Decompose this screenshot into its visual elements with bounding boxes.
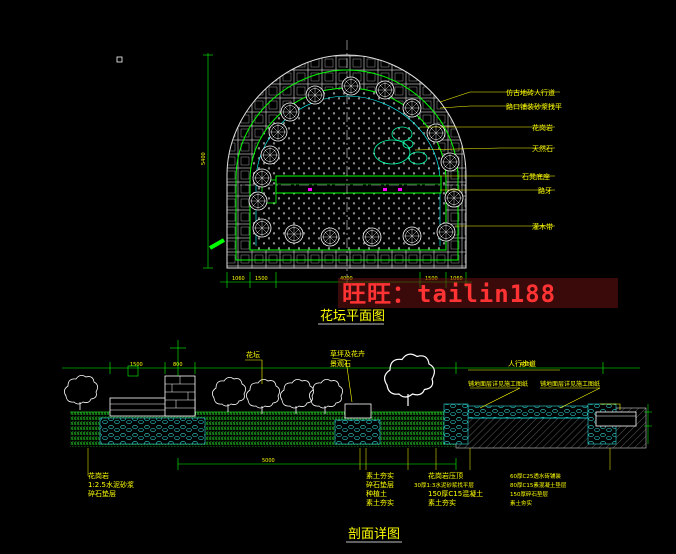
section-dim-top: 4000 [520, 362, 533, 368]
section-top-label: 花坛 [246, 350, 260, 359]
section-bottom-label: 素土夯实 [366, 471, 394, 480]
plan-title: 花坛平面图 [320, 308, 385, 324]
section-bottom-label: 素土夯实 [428, 498, 456, 507]
section-bottom-label: 素土夯实 [366, 498, 394, 507]
natural-stone [373, 126, 428, 165]
section-bottom-label: 碎石垫层 [88, 489, 116, 498]
plan-callout: 灌木带 [532, 222, 553, 231]
section-note: 铺地面层详见施工图纸 [540, 380, 600, 388]
section-bottom-label: 花岗岩 [88, 471, 109, 480]
section-bottom-label: 素土夯实 [510, 499, 533, 507]
gravel-foundation [99, 417, 206, 445]
section-bottom-label: 150厚碎石垫层 [510, 490, 548, 498]
section-bottom-label: 60厚C25透水砖铺装 [510, 472, 561, 480]
stone-bench [275, 175, 442, 194]
plan-callout: 石凳底座 [522, 172, 550, 181]
watermark: 旺旺：tailin188 [338, 278, 618, 308]
flowerbed-plan: 5400 1060 1500 4000 1500 1060 仿古地砖人行道 路口… [116, 40, 562, 325]
plan-dim-height: 5400 [201, 152, 207, 165]
plan-dim-seg: 1500 [255, 276, 268, 282]
plan-dim-seg: 1060 [232, 276, 245, 282]
section-bottom-label: 30厚1:3水泥砂浆找平层 [414, 481, 474, 489]
section-bottom-label: 1:2.5水泥砂浆 [88, 480, 134, 489]
plan-callout: 仿古地砖人行道 [506, 88, 555, 97]
plan-callout: 花岗岩 [532, 123, 553, 132]
section-note: 铺地面层详见施工图纸 [468, 380, 528, 388]
section-top-label: 景观石 [330, 360, 351, 368]
plan-callout: 天然石 [532, 144, 553, 153]
section-dim-top: 1500 [130, 362, 143, 368]
plan-callout: 路牙 [538, 186, 552, 195]
plan-callout: 路口铺装砂浆找平 [506, 102, 562, 111]
section-title: 剖面详图 [348, 527, 400, 542]
section-bottom-label: 150厚C15混凝土 [428, 489, 483, 498]
section-bottom-label: 碎石垫层 [366, 480, 394, 489]
landscape-stone [344, 403, 372, 419]
section-detail: 1500 800 4000 [62, 340, 652, 543]
watermark-text: 旺旺：tailin188 [342, 280, 556, 308]
section-bottom-label: 花岗岩压顶 [428, 471, 463, 480]
section-bottom-label: 80厚C15素混凝土垫层 [510, 481, 567, 489]
section-dim-bottom: 5000 [262, 458, 275, 464]
plan-green-border [235, 69, 459, 261]
section-top-label: 草坪及花卉 [330, 349, 365, 358]
section-top-label: 人行步道 [508, 359, 536, 368]
section-bottom-label: 种植土 [366, 489, 387, 498]
